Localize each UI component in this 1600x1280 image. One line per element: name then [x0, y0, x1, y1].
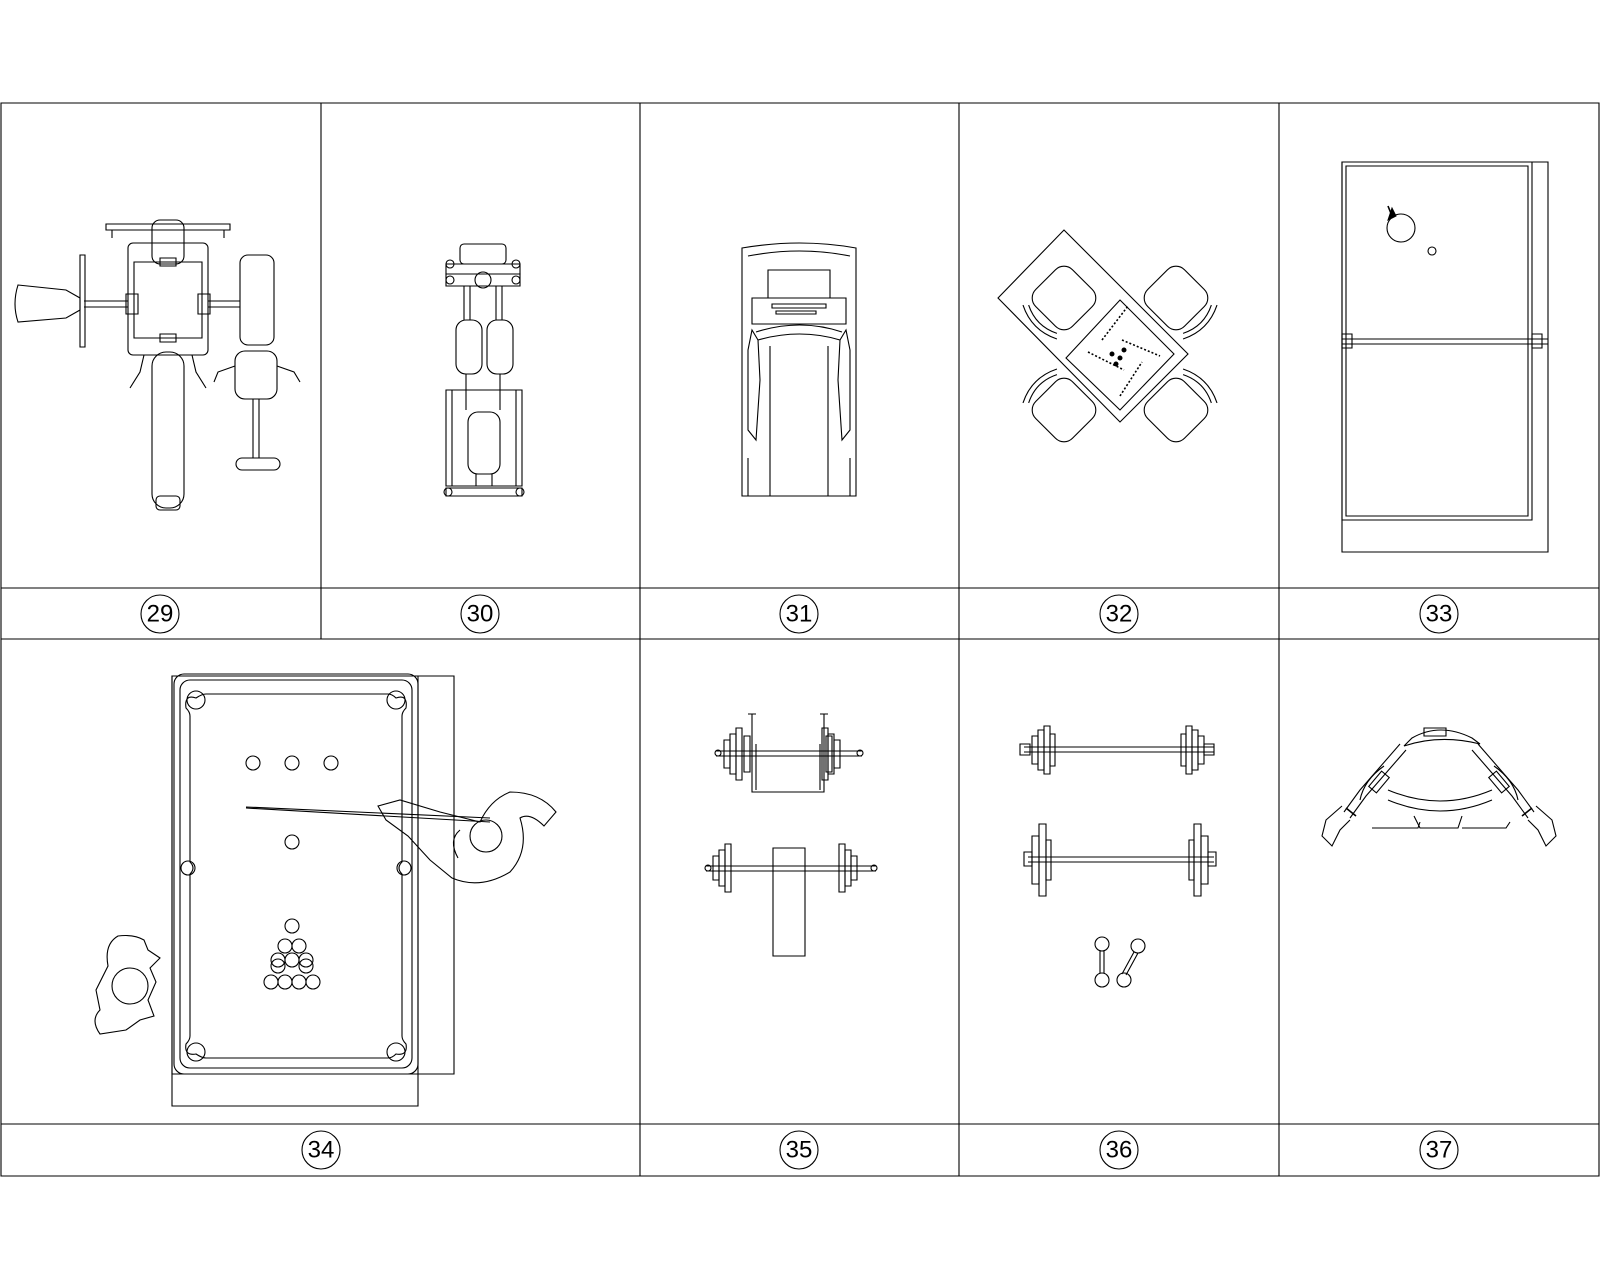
label-30: 30 [461, 595, 499, 633]
rowing-machine-icon [1322, 728, 1556, 846]
multi-station-gym-icon [15, 220, 300, 510]
label-34: 34 [302, 1131, 340, 1169]
table-tennis-table-icon [1342, 162, 1548, 552]
label-31: 31 [780, 595, 818, 633]
label-36-text: 36 [1106, 1137, 1133, 1164]
label-29: 29 [141, 595, 179, 633]
barbells-dumbbells-icon [1020, 726, 1216, 987]
label-33: 33 [1420, 595, 1458, 633]
label-31-text: 31 [786, 601, 813, 628]
leg-press-machine-icon [444, 244, 524, 496]
billiard-table-icon [95, 674, 556, 1106]
label-34-text: 34 [308, 1137, 335, 1164]
sheet-grid [1, 103, 1599, 1176]
label-37: 37 [1420, 1131, 1458, 1169]
label-30-text: 30 [467, 601, 494, 628]
label-37-text: 37 [1426, 1137, 1453, 1164]
label-35: 35 [780, 1131, 818, 1169]
label-32: 32 [1100, 595, 1138, 633]
label-36: 36 [1100, 1131, 1138, 1169]
mahjong-table-icon [998, 230, 1223, 447]
label-29-text: 29 [147, 601, 174, 628]
label-33-text: 33 [1426, 601, 1453, 628]
treadmill-icon [742, 243, 856, 496]
weight-bench-icon [705, 714, 877, 956]
label-35-text: 35 [786, 1137, 813, 1164]
label-32-text: 32 [1106, 601, 1133, 628]
